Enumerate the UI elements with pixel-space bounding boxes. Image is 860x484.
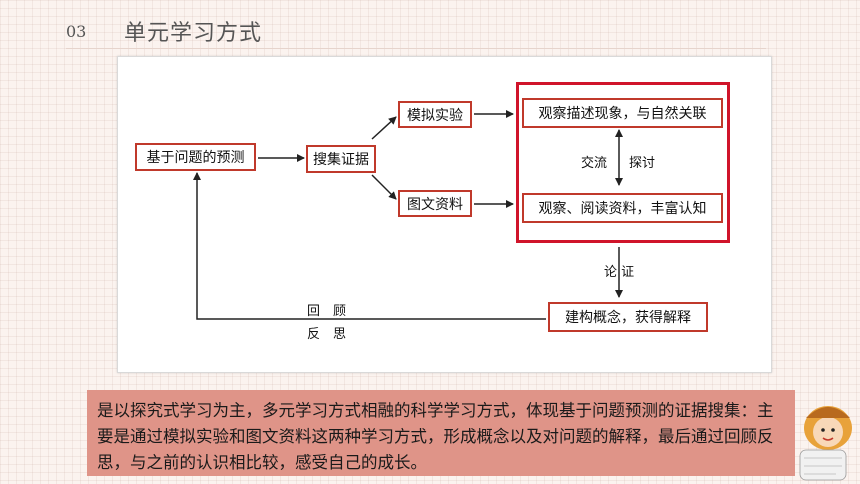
node-observe-describe: 观察描述现象，与自然关联: [522, 98, 723, 128]
flow-diagram: 基于问题的预测 搜集证据 模拟实验 图文资料 观察描述现象，与自然关联 观察、阅…: [117, 56, 772, 373]
label-review: 回 顾: [307, 304, 347, 319]
label-discuss: 探讨: [629, 156, 656, 171]
node-build: 建构概念，获得解释: [548, 302, 708, 332]
arrow-collect-graphic: [371, 174, 397, 200]
arrow-collect-simulate: [371, 116, 397, 140]
arrow-review-loop: [193, 172, 546, 320]
header-divider: [66, 48, 766, 49]
slide-header: 03 单元学习方式: [66, 16, 262, 46]
section-title: 单元学习方式: [124, 21, 263, 46]
label-argue: 论 证: [604, 265, 635, 280]
description-note: 是以探究式学习为主，多元学习方式相融的科学学习方式，体现基于问题预测的证据搜集：…: [87, 390, 795, 476]
node-collect: 搜集证据: [306, 145, 376, 173]
diagram-connectors: [193, 110, 623, 320]
label-reflect: 反 思: [307, 327, 347, 342]
observation-group: [516, 82, 730, 243]
label-exchange: 交流: [581, 156, 608, 171]
node-graphic: 图文资料: [398, 190, 472, 217]
cartoon-child-illustration: [799, 406, 852, 481]
node-simulate: 模拟实验: [398, 101, 472, 128]
section-number: 03: [66, 21, 87, 41]
node-predict: 基于问题的预测: [135, 143, 256, 171]
node-observe-read: 观察、阅读资料，丰富认知: [522, 193, 723, 223]
